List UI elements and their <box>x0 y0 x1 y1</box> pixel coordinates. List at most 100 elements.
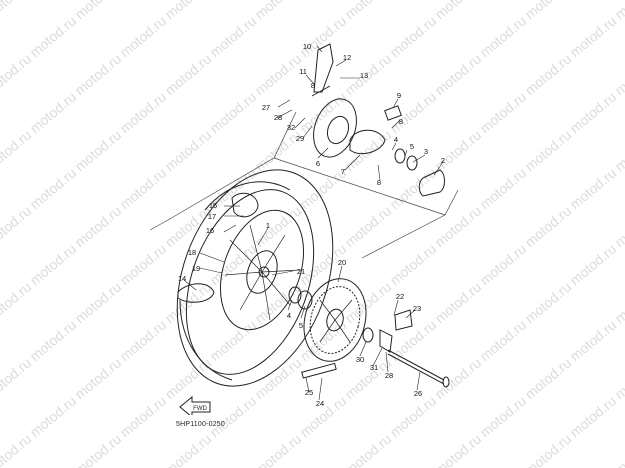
watermark-text: motod.ru <box>27 13 80 61</box>
watermark-text: motod.ru <box>207 393 260 441</box>
callout-18: 18 <box>188 248 196 257</box>
callout-10: 10 <box>303 42 311 51</box>
watermark-text: motod.ru <box>27 89 80 137</box>
watermark-text: motod.ru <box>567 241 620 289</box>
fwd-label: FWD <box>193 406 207 412</box>
callout-13: 13 <box>360 71 368 80</box>
watermark-text: motod.ru <box>567 89 620 137</box>
watermark-text: motod.ru <box>162 431 215 468</box>
callout-6: 6 <box>316 159 320 168</box>
cam-shaft <box>311 85 331 97</box>
watermark-text: motod.ru <box>72 203 125 251</box>
watermark-text: motod.ru <box>72 51 125 99</box>
watermark-text: motod.ru <box>27 393 80 441</box>
watermark-text: motod.ru <box>207 13 260 61</box>
callout-30: 30 <box>356 355 364 364</box>
watermark-text: motod.ru <box>522 279 575 327</box>
bearing-right <box>394 148 406 164</box>
watermark-text: motod.ru <box>72 127 125 175</box>
callout-24: 24 <box>316 399 324 408</box>
watermark-text: motod.ru <box>72 431 125 468</box>
callout-20: 20 <box>338 258 346 267</box>
watermark-text: motod.ru <box>387 241 440 289</box>
callout-4: 4 <box>287 311 291 320</box>
watermark-text: motod.ru <box>342 127 395 175</box>
watermark-text: motod.ru <box>387 89 440 137</box>
axle-head <box>442 376 450 388</box>
sprocket-bolts <box>301 362 337 379</box>
watermark-text: motod.ru <box>432 0 485 22</box>
watermark-text: motod.ru <box>342 203 395 251</box>
callout-8-top: 8 <box>311 81 315 90</box>
watermark-text: motod.ru <box>252 431 305 468</box>
callout-25: 25 <box>305 388 313 397</box>
watermark-text: motod.ru <box>72 0 125 22</box>
callout-26: 26 <box>414 389 422 398</box>
watermark-text: motod.ru <box>522 51 575 99</box>
callout-8-lower: 8 <box>377 178 381 187</box>
cam-lever <box>313 43 334 93</box>
watermark-text: motod.ru <box>342 0 395 22</box>
watermark-text: motod.ru <box>567 165 620 213</box>
callout-28: 28 <box>274 113 282 122</box>
watermark-text: motod.ru <box>252 51 305 99</box>
watermark-text: motod.ru <box>477 13 530 61</box>
adjust-bolt <box>394 309 413 331</box>
callout-15: 15 <box>209 201 217 210</box>
watermark-text: motod.ru <box>0 127 34 175</box>
diagram-code: 5HP1100-0250 <box>176 421 225 428</box>
wheel-hub <box>219 209 305 331</box>
watermark-text: motod.ru <box>432 355 485 403</box>
rear-axle-edge <box>387 353 445 385</box>
collar-left <box>362 327 374 343</box>
watermark-text: motod.ru <box>72 279 125 327</box>
callout-11: 11 <box>299 67 307 76</box>
callout-32: 32 <box>287 123 295 132</box>
bearing <box>288 286 302 304</box>
watermark-text: motod.ru <box>207 241 260 289</box>
rear-axle <box>387 349 445 381</box>
watermark-text: motod.ru <box>612 355 625 403</box>
watermark-text: motod.ru <box>387 13 440 61</box>
watermark-text: motod.ru <box>162 51 215 99</box>
watermark-text: motod.ru <box>117 165 170 213</box>
callout-27: 27 <box>262 103 270 112</box>
watermark-text: motod.ru <box>0 0 34 22</box>
callout-5-top: 5 <box>410 142 414 151</box>
frame-line <box>149 219 169 231</box>
callout-9: 9 <box>397 91 401 100</box>
watermark-text: motod.ru <box>522 431 575 468</box>
watermark-text: motod.ru <box>162 0 215 22</box>
callout-31: 31 <box>370 363 378 372</box>
watermark-text: motod.ru <box>522 203 575 251</box>
callout-23: 23 <box>413 304 421 313</box>
watermark-text: motod.ru <box>567 13 620 61</box>
watermark-text: motod.ru <box>117 241 170 289</box>
leader-lines <box>183 45 444 401</box>
watermark-text: motod.ru <box>612 279 625 327</box>
callout-1: 1 <box>266 221 270 230</box>
watermark-text: motod.ru <box>252 203 305 251</box>
watermark-text: motod.ru <box>477 165 530 213</box>
chain-puller <box>379 329 393 353</box>
watermark-text: motod.ru <box>477 317 530 365</box>
watermark-text: motod.ru <box>207 89 260 137</box>
watermark-text: motod.ru <box>297 13 350 61</box>
assembly-frame <box>167 157 446 259</box>
callout-4-top: 4 <box>394 135 398 144</box>
watermark-text: motod.ru <box>0 355 34 403</box>
watermark-text: motod.ru <box>432 279 485 327</box>
watermark-text: motod.ru <box>117 89 170 137</box>
rear-sprocket <box>303 278 367 362</box>
callout-16: 16 <box>206 226 214 235</box>
watermark-text: motod.ru <box>0 51 34 99</box>
watermark-text: motod.ru <box>72 355 125 403</box>
callout-5: 5 <box>299 321 303 330</box>
watermark-text: motod.ru <box>117 317 170 365</box>
forward-arrow-icon: FWD <box>179 395 211 415</box>
watermark-text: motod.ru <box>27 241 80 289</box>
watermark-text: motod.ru <box>522 355 575 403</box>
watermark-text: motod.ru <box>297 89 350 137</box>
watermark-text: motod.ru <box>522 127 575 175</box>
